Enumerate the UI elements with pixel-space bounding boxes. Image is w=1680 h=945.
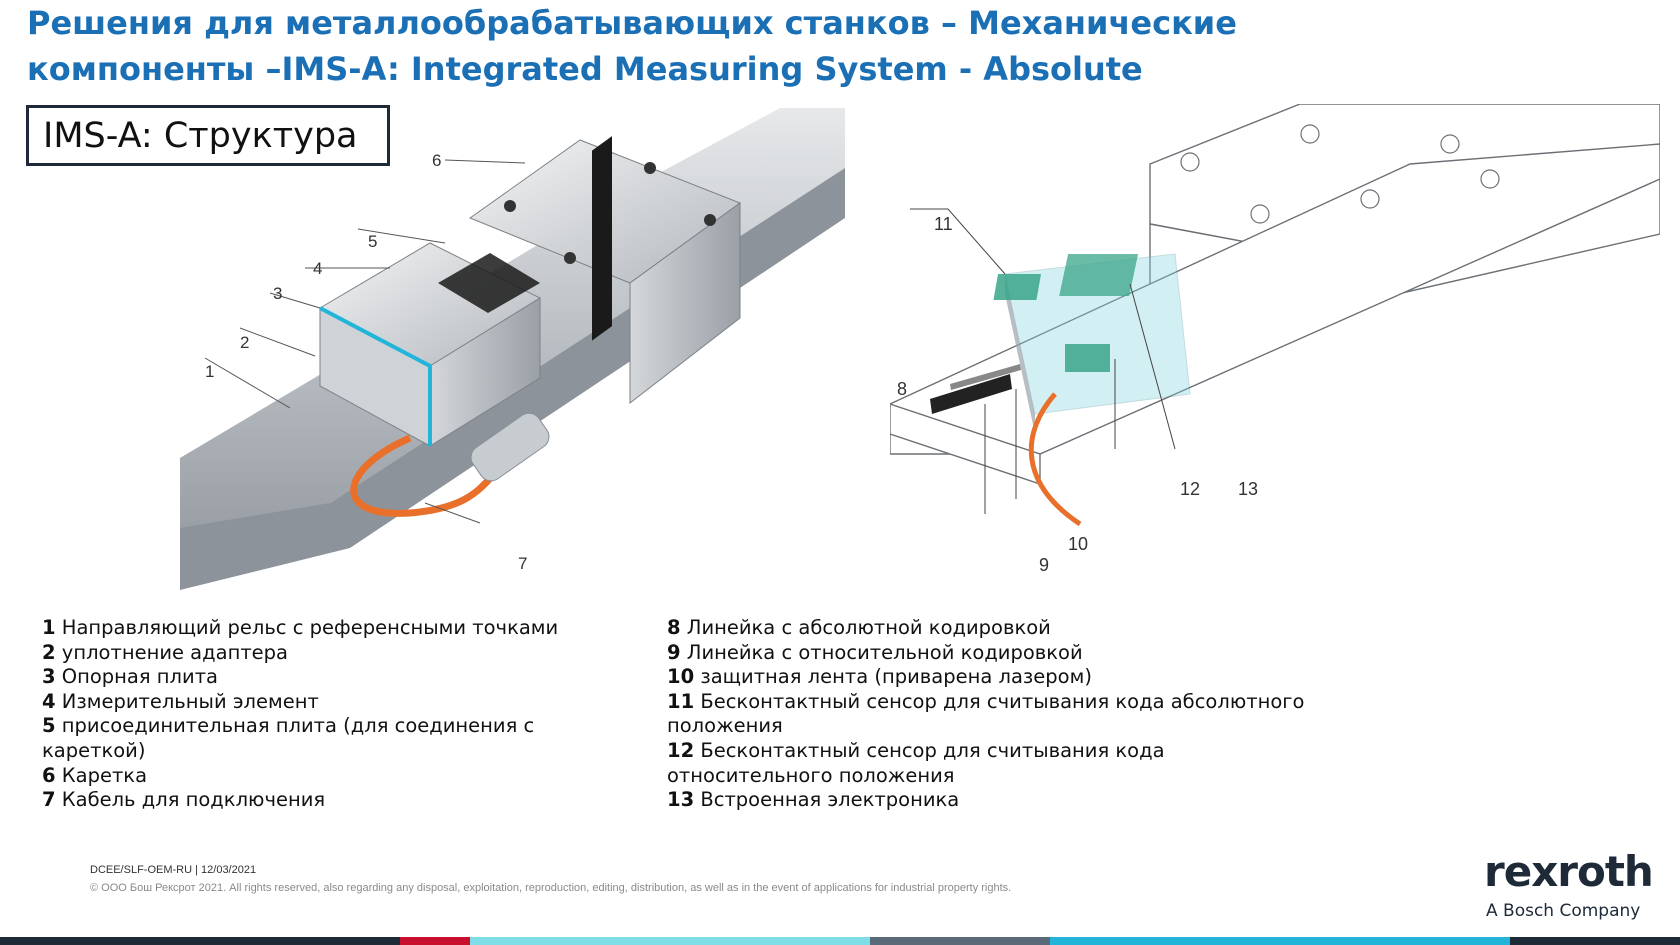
connector xyxy=(470,412,550,482)
legend-item-8: 8 Линейка с абсолютной кодировкой xyxy=(667,616,1051,639)
legend-item-7: 7 Кабель для подключения xyxy=(42,788,326,812)
carriage-seal xyxy=(592,136,612,341)
rexroth-logo: rexroth A Bosch Company xyxy=(1484,848,1654,922)
rail-side xyxy=(180,168,845,590)
copyright-notice: © ООО Бош Рексрот 2021. All rights reser… xyxy=(90,882,1012,894)
color-bar-segment xyxy=(200,937,400,945)
color-bar-segment xyxy=(0,937,200,945)
assembled-unit-illustration: 6 5 4 3 2 1 7 xyxy=(180,108,845,590)
color-bar-segment xyxy=(470,937,610,945)
color-bar-segment xyxy=(610,937,870,945)
slide-title: Решения для металлообрабатывающих станко… xyxy=(27,0,1307,92)
callout-9: 9 xyxy=(1039,555,1049,575)
legend-item-1: 1 Направляющий рельс с референсными точк… xyxy=(42,616,559,639)
legend-item-4: 4 Измерительный элемент xyxy=(42,689,319,713)
section-label: IMS-A: Структура xyxy=(43,115,358,156)
legend-item-9: 9 Линейка с относительной кодировкой xyxy=(667,640,1083,664)
callout-5: 5 xyxy=(368,232,377,251)
section-label-box: IMS-A: Структура xyxy=(26,105,390,166)
callout-7: 7 xyxy=(518,554,527,573)
legend-item-3: 3 Опорная плита xyxy=(42,665,219,689)
callout-8: 8 xyxy=(897,379,907,399)
color-bar-segment xyxy=(870,937,1050,945)
logo-wordmark: rexroth xyxy=(1484,847,1654,896)
legend-item-6: 6 Каретка xyxy=(42,763,148,787)
legend-left: 1 Направляющий рельс с референсными точк… xyxy=(42,616,562,813)
absolute-scale xyxy=(930,374,1012,414)
legend-right: 8 Линейка с абсолютной кодировкой 9 Лине… xyxy=(667,616,1307,813)
legend-item-10: 10 защитная лента (приварена лазером) xyxy=(667,665,1092,689)
exploded-view-illustration: 11 8 9 10 12 13 xyxy=(890,104,1660,575)
legend-item-13: 13 Встроенная электроника xyxy=(667,788,960,812)
callout-12: 12 xyxy=(1180,479,1200,499)
legend-item-5: 5 присоединительная плита (для соединени… xyxy=(42,714,535,762)
color-bar-segment xyxy=(400,937,470,945)
callout-2: 2 xyxy=(240,333,249,352)
sensor-relative xyxy=(1065,344,1110,372)
cable xyxy=(350,434,503,517)
logo-tagline: A Bosch Company xyxy=(1486,901,1641,921)
slide-title-line-2: компоненты –IMS-A: Integrated Measuring … xyxy=(27,50,1143,88)
legend-item-11: 11 Бесконтактный сенсор для считывания к… xyxy=(667,689,1305,738)
legend-item-12: 12 Бесконтактный сенсор для считывания к… xyxy=(667,738,1165,787)
sensor-cable xyxy=(1028,392,1082,527)
legend-item-2: 2 уплотнение адаптера xyxy=(42,640,288,664)
document-id: DCEE/SLF-OEM-RU | 12/03/2021 xyxy=(90,864,257,876)
color-bar-segment xyxy=(1050,937,1510,945)
callout-1: 1 xyxy=(205,362,214,381)
color-bar-segment xyxy=(1510,937,1680,945)
rail-outline xyxy=(890,143,1660,455)
electronics-board xyxy=(1059,254,1139,296)
callout-10: 10 xyxy=(1068,534,1088,554)
sensor-absolute xyxy=(993,274,1042,300)
callout-3: 3 xyxy=(273,284,282,303)
slide-title-line-1: Решения для металлообрабатывающих станко… xyxy=(27,4,1237,42)
callout-11: 11 xyxy=(934,214,953,234)
footer-color-bar xyxy=(0,937,1680,945)
carriage-side xyxy=(629,202,741,405)
callout-4: 4 xyxy=(313,259,322,278)
relative-scale xyxy=(950,364,1021,390)
callout-13: 13 xyxy=(1238,479,1258,499)
callout-6: 6 xyxy=(432,151,441,170)
